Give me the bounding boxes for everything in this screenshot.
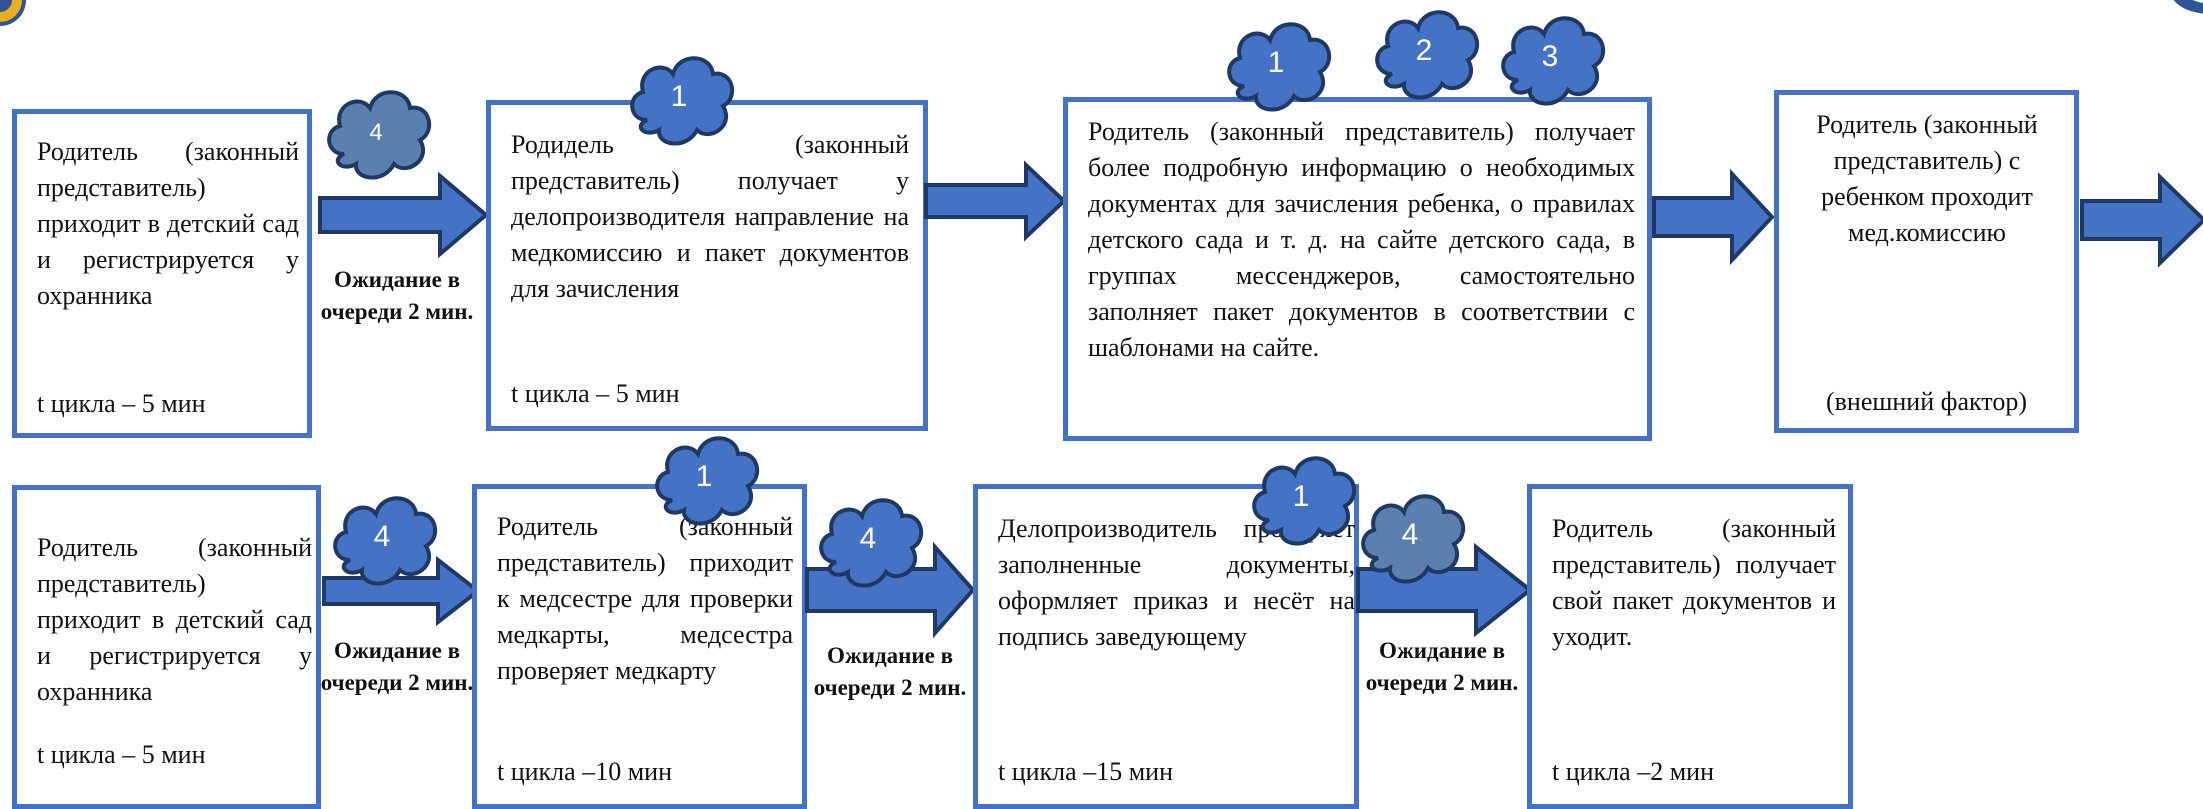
cloud-number: 4 [860,522,877,555]
cloud-number: 1 [1293,480,1310,513]
row1-step3-text: Родитель (законный представитель) получа… [1088,117,1635,362]
row2-step3-cycle-time: t цикла –15 мин [998,757,1173,786]
cloud-badge-row2-wait1: 4 [333,496,437,586]
cloud-badge-row2-wait2: 4 [819,498,923,588]
row1-step2-cycle-time: t цикла – 5 мин [511,379,680,408]
cloud-badge-row2-box2: 1 [655,436,759,526]
row2-step4-text: Родитель (законный представитель) получа… [1552,514,1836,651]
row2-step1-box: Родитель (законный представитель) приход… [12,485,321,809]
row1-step3-box: Родитель (законный представитель) получа… [1063,97,1652,441]
row1-step1-box: Родитель (законный представитель) приход… [12,109,312,438]
cloud-badge-row1-box3-a: 1 [1227,22,1331,112]
row2-wait-label-1: Ожидание в очереди 2 мин. [320,638,474,695]
cloud-number: 1 [1268,46,1285,79]
row2-wait-label-2: Ожидание в очереди 2 мин. [813,643,967,700]
cloud-number: 1 [671,80,688,113]
cloud-number: 3 [1542,40,1559,73]
cloud-badge-row1-box2: 1 [630,56,734,146]
cloud-number: 1 [696,460,713,493]
row1-step2-text: Родидель (законный представитель) получа… [511,130,909,303]
cloud-badge-row2-wait3: 4 [1361,494,1465,584]
corner-decoration-icon [2173,0,2203,14]
row1-arrow-4 [2080,172,2203,268]
row2-step4-cycle-time: t цикла –2 мин [1552,757,1714,786]
cloud-number: 2 [1416,34,1433,67]
cloud-badge-row1-box3-b: 2 [1375,10,1479,100]
row1-step1-cycle-time: t цикла – 5 мин [37,389,206,418]
row1-arrow-2 [924,160,1067,242]
cloud-badge-row1-box3-c: 3 [1501,16,1605,106]
row2-arrow-1 [322,555,482,627]
row2-step2-cycle-time: t цикла –10 мин [497,757,672,786]
row2-step1-cycle-time: t цикла – 5 мин [37,740,206,769]
row2-step1-text: Родитель (законный представитель) приход… [37,533,312,706]
row2-arrow-2 [805,541,976,639]
cloud-number: 4 [1402,518,1419,551]
cloud-number: 4 [374,520,391,553]
row2-step4-box: Родитель (законный представитель) получа… [1527,484,1853,809]
row1-arrow-3 [1652,168,1775,266]
cloud-number: 4 [369,119,382,146]
cloud-badge-row1-wait: 4 [327,90,431,180]
row2-step2-box: Родитель (законный представитель) приход… [472,484,807,809]
row1-step2-box: Родидель (законный представитель) получа… [486,100,928,431]
cloud-badge-row2-box3: 1 [1252,456,1356,546]
row2-step3-box: Делопроизводитель проверяет заполненные … [973,484,1359,809]
row1-arrow-1 [318,171,490,259]
row1-step4-note: (внешний фактор) [1825,387,2027,416]
row2-wait-label-3: Ожидание в очереди 2 мин. [1365,638,1519,695]
row2-step2-text: Родитель (законный представитель) приход… [497,512,793,685]
logo-emblem-icon [0,0,26,26]
row1-step4-text: Родитель (законный представитель) с ребе… [1816,110,2038,247]
row1-wait-label-1: Ожидание в очереди 2 мин. [320,267,474,324]
row1-step1-text: Родитель (законный представитель) приход… [37,137,299,310]
row1-step4-box: Родитель (законный представитель) с ребе… [1774,90,2079,433]
row2-arrow-3 [1356,542,1534,638]
